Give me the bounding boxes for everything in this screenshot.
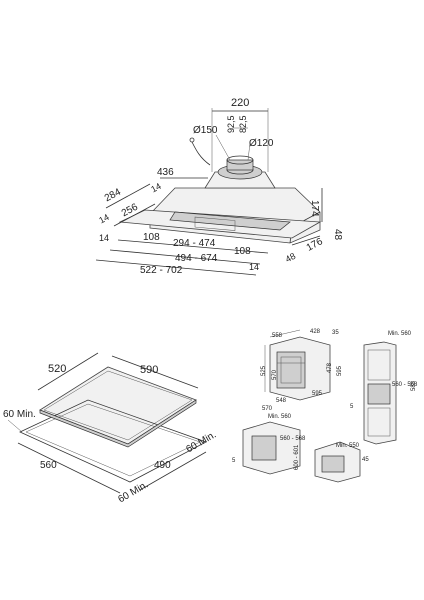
oven-dim-428: 428	[310, 329, 321, 335]
oven-dim-595-a: 595	[337, 365, 343, 376]
hood-dim-14-a: 14	[149, 181, 163, 195]
oven-dim-570: 570	[272, 369, 278, 380]
ucab-560-568: 560 - 568	[280, 436, 306, 442]
hob-min-bottom: 60 Min.	[116, 479, 150, 505]
column-min-560: Min. 560	[388, 331, 412, 337]
hood-offset-82-5: 82,5	[238, 115, 248, 133]
hood-width-220: 220	[231, 97, 249, 109]
hood-height-174: 174	[309, 200, 320, 217]
hood-dim-284: 284	[103, 186, 123, 204]
hood-depth-436: 436	[157, 167, 174, 178]
hood-duct-120: Ø120	[249, 138, 274, 149]
hob-depth-590: 590	[140, 364, 158, 376]
hob-cutout-560: 560	[40, 460, 57, 471]
hob-min-right: 60 Min.	[184, 429, 218, 455]
oven-dim-570-b: 570	[262, 406, 273, 412]
oven-dim-478: 478	[327, 362, 333, 373]
oven-dim-35: 35	[332, 330, 339, 336]
oven-dim-525: 525	[261, 365, 267, 376]
hood-dim-176: 176	[305, 236, 325, 254]
oven-dim-595-b: 595	[312, 391, 323, 397]
hood-dim-14-c: 14	[99, 233, 109, 243]
hood-offset-92-5: 92,5	[226, 115, 236, 133]
hood-dim-14-b: 14	[97, 212, 111, 226]
hood-dim-48-b: 48	[284, 251, 298, 265]
hood-dim-108-b: 108	[234, 246, 251, 257]
oven-drawing: 558 428 35 525 570 478 595 548 595 570 M…	[232, 329, 418, 483]
ucab-min-550: Min. 550	[336, 443, 360, 449]
oven-dim-548: 548	[276, 398, 287, 404]
hob-cutout-490: 490	[154, 460, 171, 471]
column-dim-5: 5	[350, 404, 354, 410]
ucab-dim-45: 45	[362, 457, 369, 463]
hob-width-520: 520	[48, 363, 66, 375]
hood-dim-14-d: 14	[249, 262, 259, 272]
ucab-dim-5: 5	[232, 458, 236, 464]
hood-drawing: 220 92,5 82,5 Ø150 Ø120 436 284 14 256 1…	[95, 97, 343, 276]
ucab-600-601: 600 - 601	[294, 444, 300, 470]
hood-dim-48-a: 48	[332, 229, 343, 241]
column-dim-560-568: 560 - 568	[392, 382, 418, 388]
hood-dim-294-474: 294 - 474	[173, 238, 216, 249]
hob-drawing: 520 590 60 Min. 60 Min. 490 560 60 Min.	[3, 352, 218, 505]
oven-dim-558: 558	[272, 333, 283, 339]
hob-min-left: 60 Min.	[3, 409, 36, 420]
ucab-min-560: Min. 560	[268, 414, 292, 420]
hood-dim-522-702: 522 - 702	[140, 265, 183, 276]
column-dim-583: 583	[411, 380, 417, 391]
hood-dim-494-674: 494 - 674	[175, 253, 218, 264]
hood-duct-150: Ø150	[193, 125, 218, 136]
hood-dim-108-a: 108	[143, 232, 160, 243]
